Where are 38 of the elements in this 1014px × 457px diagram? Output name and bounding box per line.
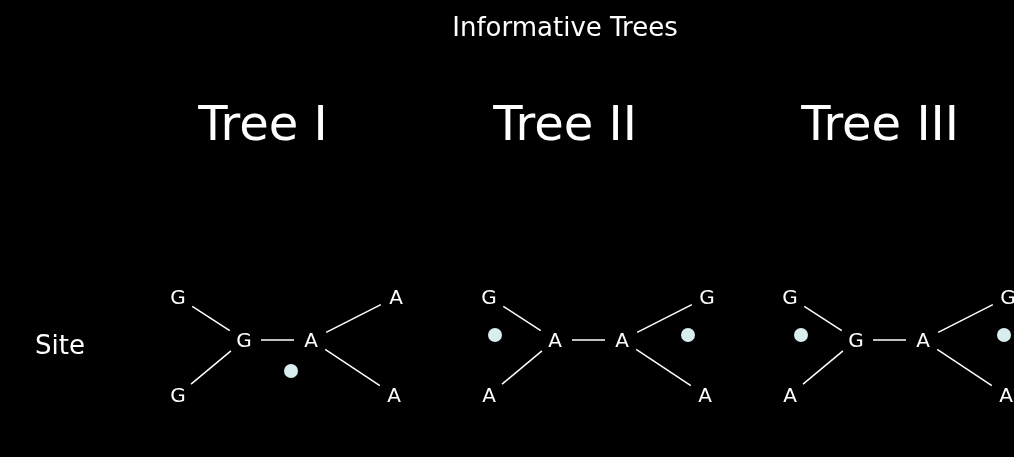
tree-heading: Tree II — [493, 95, 637, 151]
internal-node-letter: A — [912, 327, 934, 353]
tree-branch — [803, 305, 843, 332]
row-label: Site — [35, 330, 85, 360]
leaf-node-letter: A — [694, 382, 716, 408]
internal-node-letter: G — [233, 327, 255, 353]
internal-node-letter: A — [611, 327, 633, 353]
leaf-node-letter: G — [478, 284, 500, 310]
internal-node-letter: A — [544, 327, 566, 353]
leaf-node-letter: A — [383, 382, 405, 408]
tree-branch — [191, 305, 231, 332]
tree-heading: Tree III — [801, 95, 959, 151]
tree-branch — [571, 339, 606, 341]
tree-branch — [872, 339, 907, 341]
leaf-node-letter: A — [779, 382, 801, 408]
tree-branch — [636, 303, 693, 334]
tree-branch — [635, 348, 692, 387]
leaf-node-letter: G — [167, 382, 189, 408]
tree-branch — [260, 339, 295, 341]
tree-branch — [325, 303, 382, 334]
leaf-node-letter: A — [478, 382, 500, 408]
internal-node-letter: G — [845, 327, 867, 353]
tree-branch — [190, 350, 232, 385]
tree-branch — [324, 348, 381, 387]
leaf-node-letter: A — [385, 284, 407, 310]
leaf-node-letter: G — [167, 284, 189, 310]
leaf-node-letter: G — [696, 284, 718, 310]
leaf-node-letter: A — [995, 382, 1014, 408]
tree-branch — [501, 350, 543, 385]
tree-branch — [502, 305, 542, 332]
leaf-node-letter: G — [997, 284, 1014, 310]
tree-branch — [802, 350, 844, 385]
diagram-title: Informative Trees — [452, 12, 678, 42]
tree-branch — [937, 303, 994, 334]
leaf-node-letter: G — [779, 284, 801, 310]
internal-node-letter: A — [300, 327, 322, 353]
tree-heading: Tree I — [198, 95, 328, 151]
tree-branch — [936, 348, 993, 387]
